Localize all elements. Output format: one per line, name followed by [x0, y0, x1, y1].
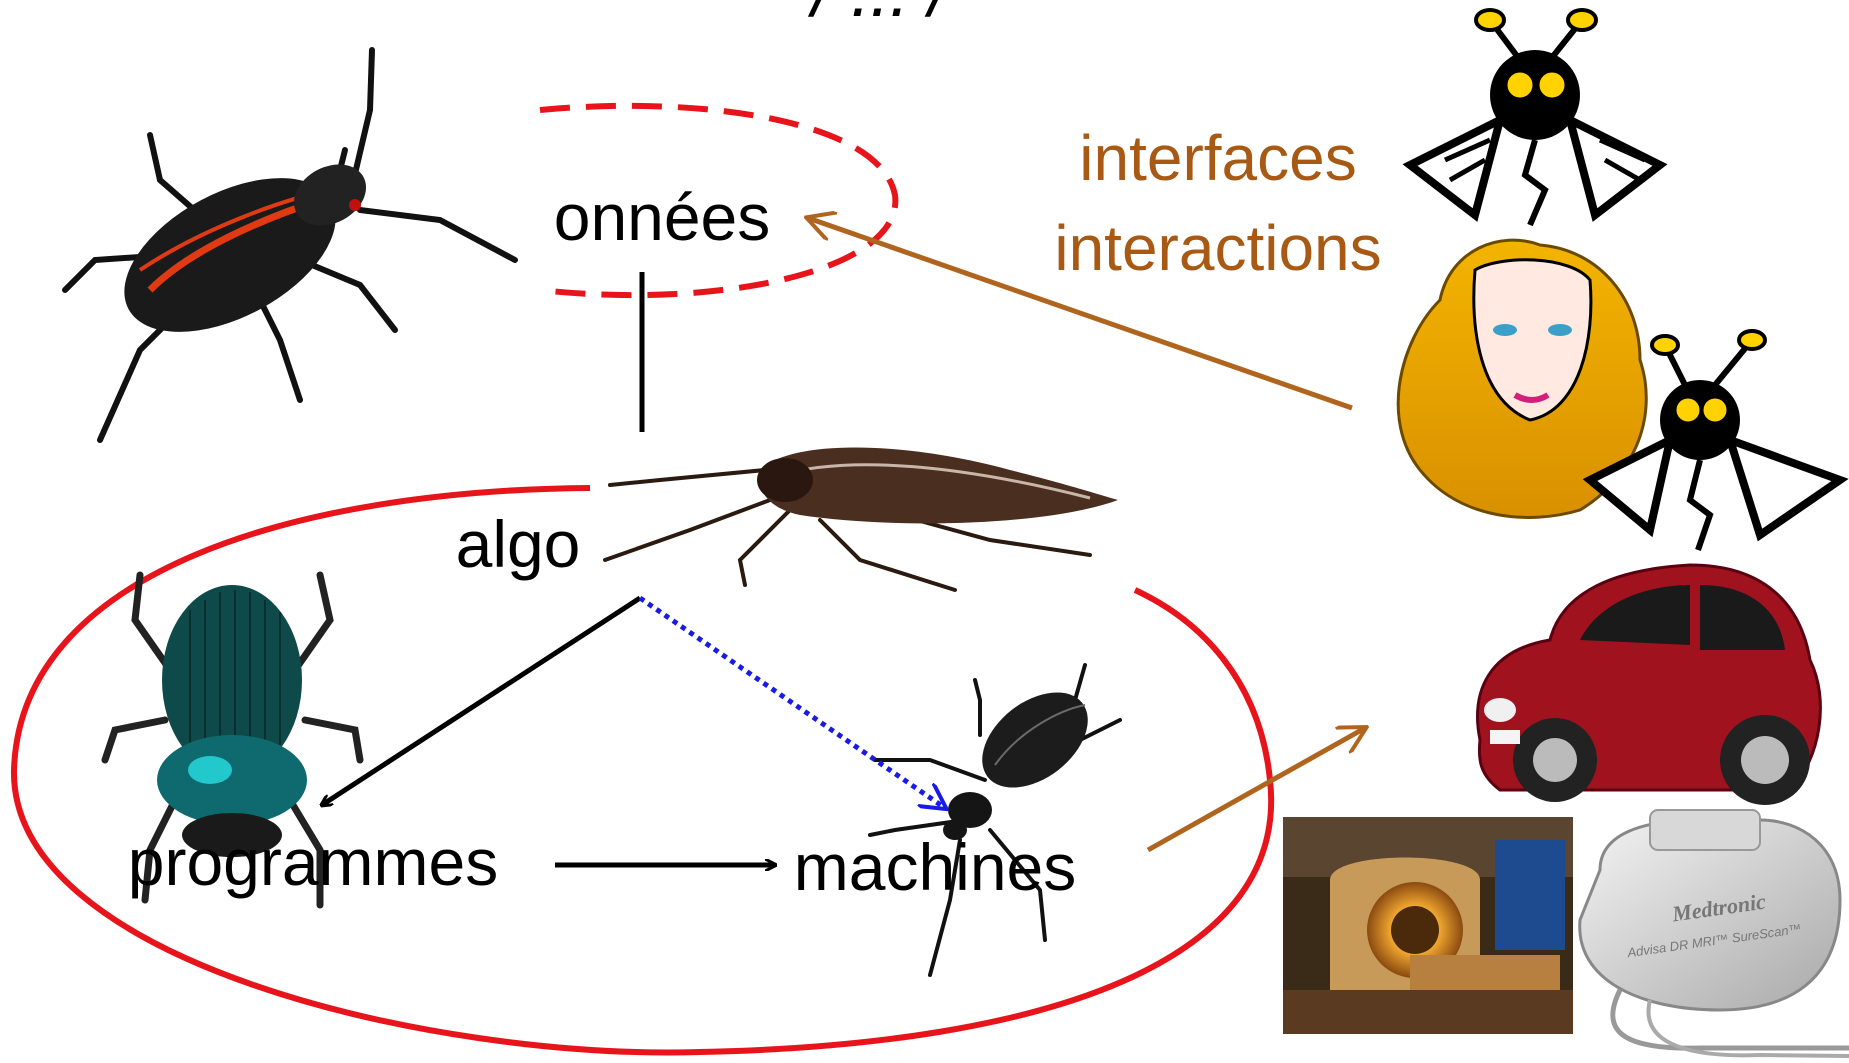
- algo-to-machines-dotted-arrow: [640, 598, 945, 808]
- red-car-icon: [1478, 565, 1821, 805]
- ground-beetle-icon: [870, 665, 1120, 975]
- label-interactions: interactions: [1054, 212, 1381, 284]
- algo-to-programmes-arrow: [322, 598, 640, 805]
- pacemaker-icon: Medtronic Advisa DR MRI™ SureScan™: [1580, 810, 1849, 1056]
- label-algo: algo: [456, 507, 581, 581]
- label-machines: machines: [794, 830, 1076, 904]
- cockroach-icon: [605, 448, 1118, 591]
- boxelder-bug-icon: [65, 50, 515, 440]
- label-programmes: programmes: [128, 825, 498, 899]
- title-fragment: / ... /: [808, 0, 955, 31]
- label-interfaces: interfaces: [1079, 122, 1356, 194]
- label-donnees: onnées: [554, 180, 771, 254]
- mri-scanner-icon: [1283, 817, 1573, 1034]
- clipart-bug-icon: [1410, 10, 1660, 225]
